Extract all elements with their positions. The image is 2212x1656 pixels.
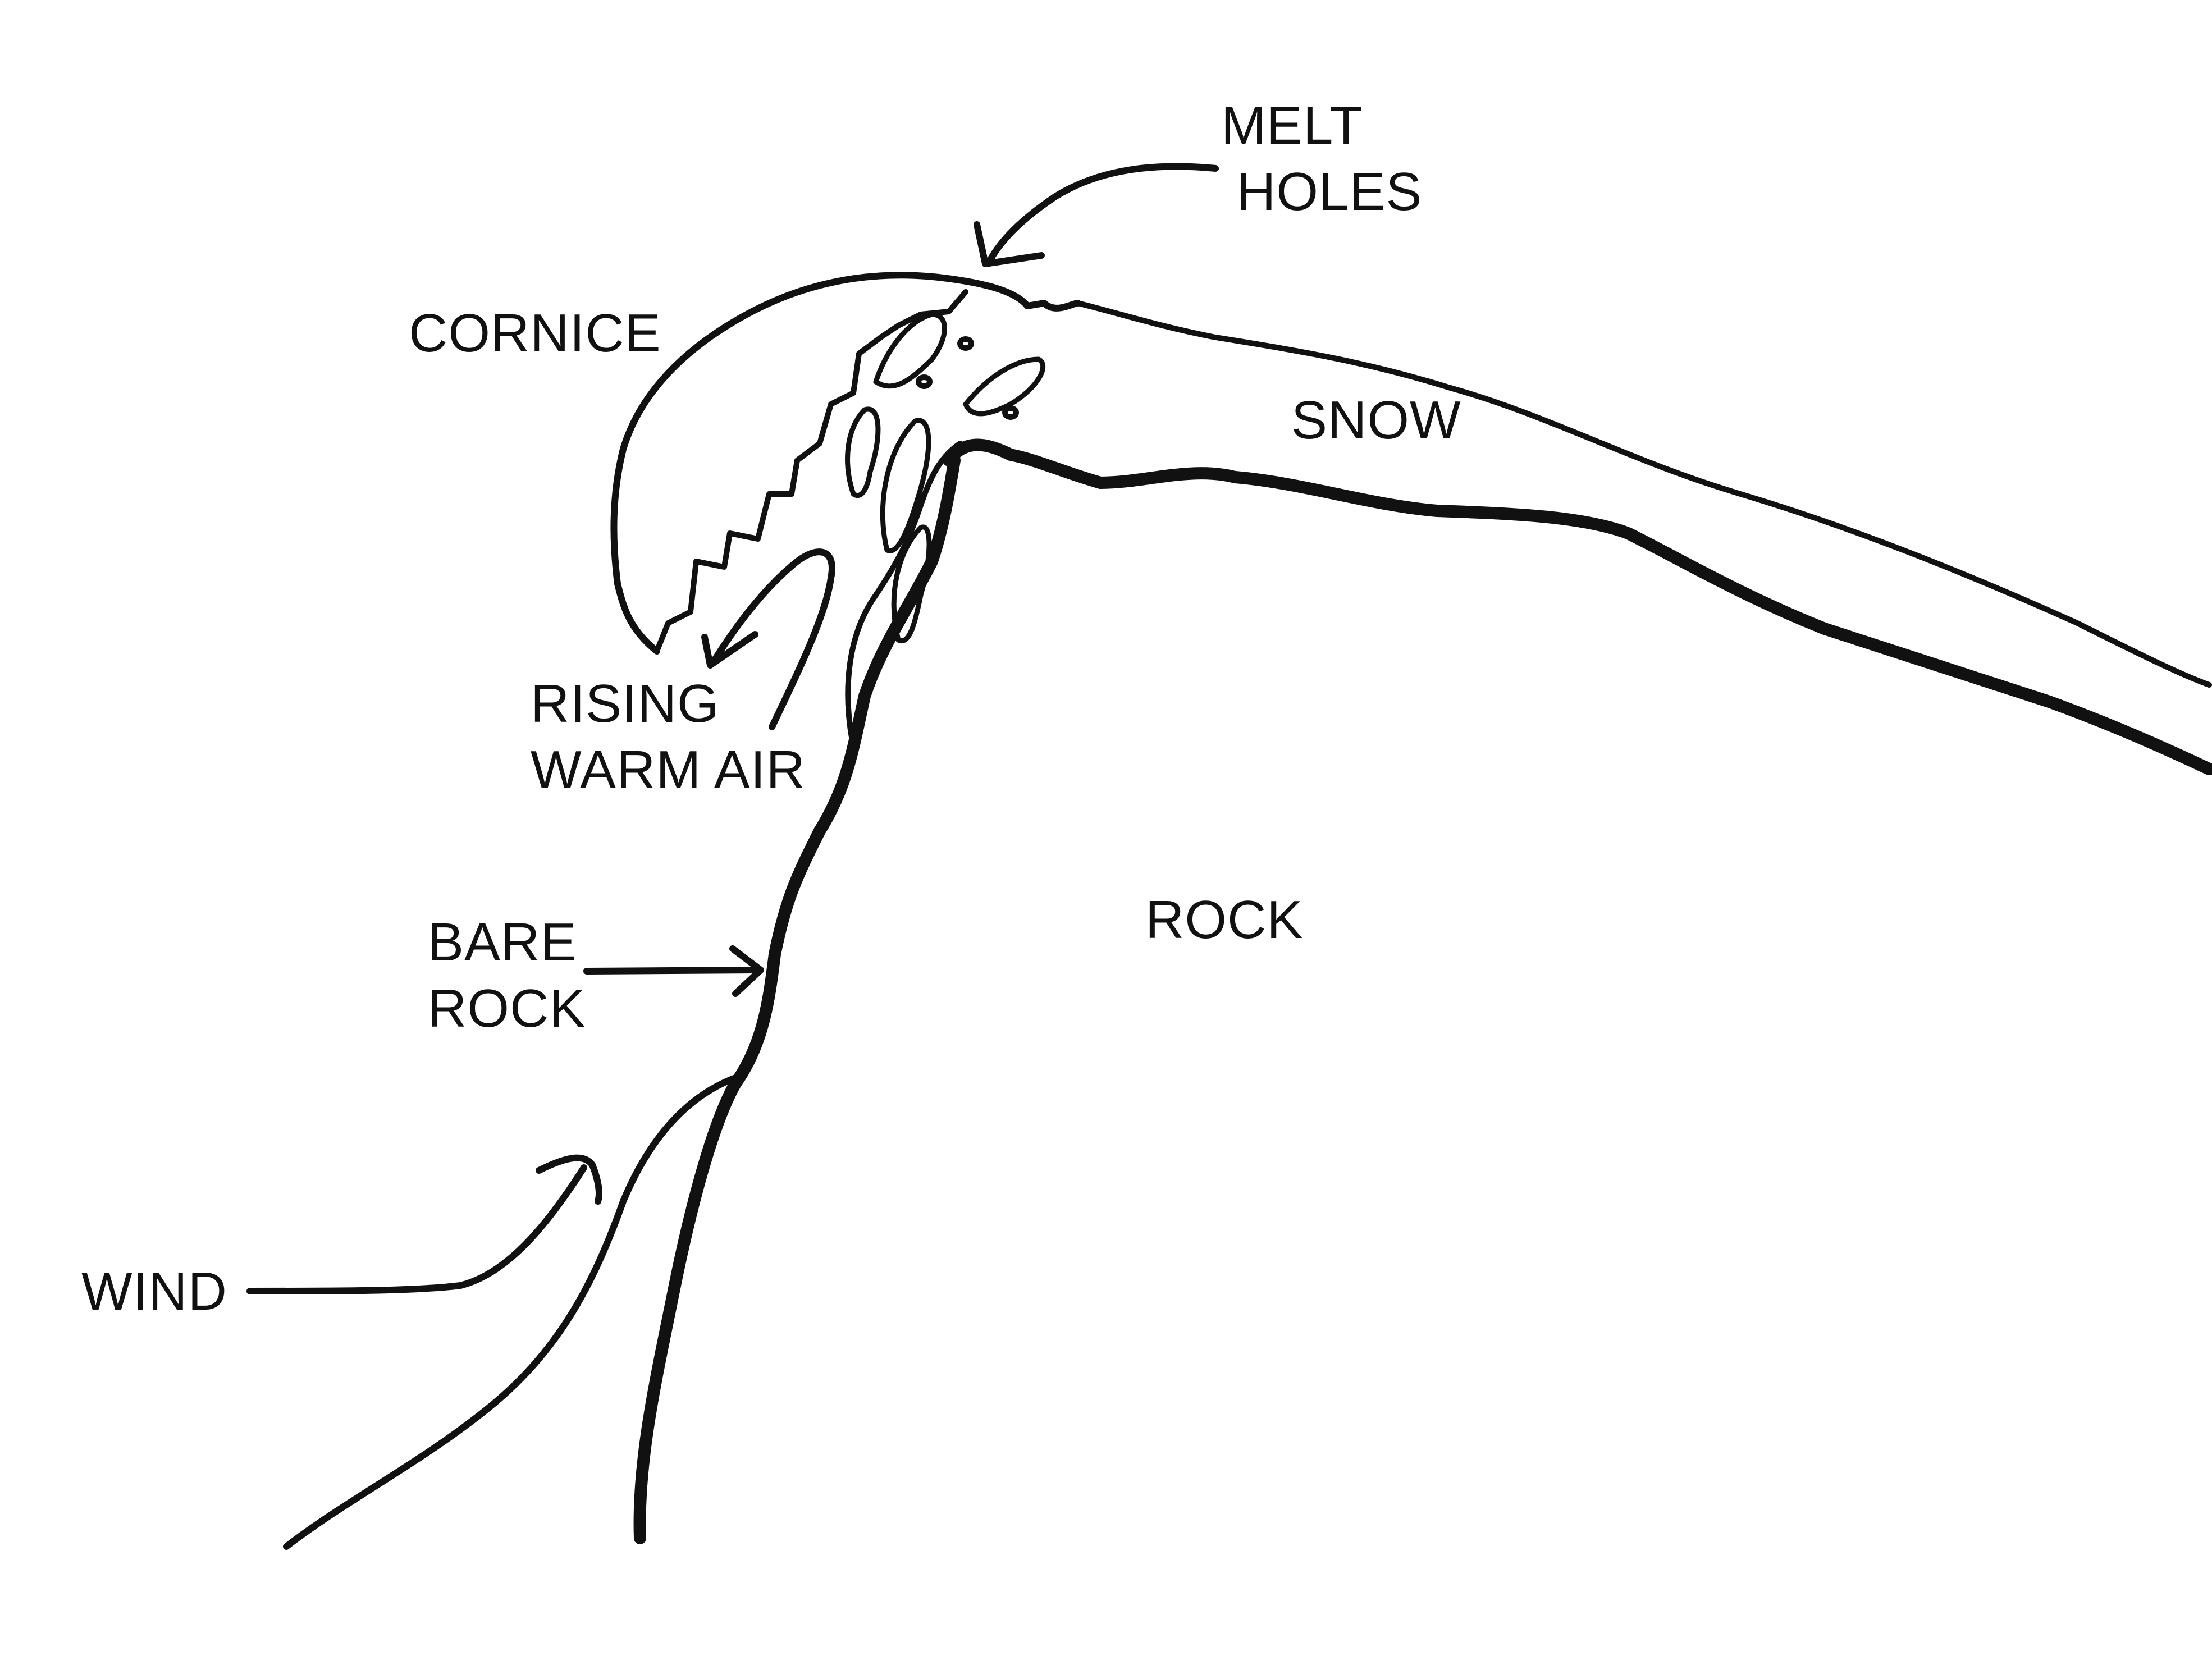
melt-hole-dot: [1002, 405, 1019, 420]
cliff-face-line: [633, 454, 961, 1544]
cornice-underside: [654, 289, 968, 654]
rising-warm-air-label-line-1: RISING: [531, 674, 720, 734]
wind-arrowhead: [536, 1154, 602, 1205]
melt-hole-dot: [957, 336, 974, 351]
wind-flow-line: [283, 1074, 739, 1550]
bare-rock-label-line-2: ROCK: [428, 978, 586, 1039]
snow-surface-line: [1075, 300, 2212, 688]
melt-holes-arrowhead: [974, 221, 1045, 267]
melt-holes-label-line-1: MELT: [1221, 95, 1363, 155]
melt-holes-label: MELT HOLES: [1221, 93, 1422, 225]
air-pocket-line: [845, 441, 963, 749]
cornice-label: CORNICE: [409, 303, 661, 363]
wind-label: WIND: [81, 1261, 227, 1321]
cornice-outline: [610, 272, 1081, 655]
bare-rock-arrow: [583, 967, 761, 975]
rock-surface-line: [943, 438, 2212, 775]
melt-holes-arrow: [985, 163, 1219, 267]
snow-label: SNOW: [1291, 390, 1461, 450]
melt-hole: [845, 406, 881, 498]
rock-label: ROCK: [1145, 890, 1304, 950]
melt-hole: [880, 418, 931, 553]
melt-holes-label-line-2: HOLES: [1237, 162, 1423, 222]
melt-hole-dot: [916, 374, 933, 389]
melt-hole: [891, 524, 932, 643]
bare-rock-label-line-1: BARE: [428, 912, 577, 972]
rising-warm-air-label-line-2: WARM AIR: [531, 740, 806, 800]
bare-rock-arrowhead: [729, 945, 764, 997]
rising-warm-air-arrowhead: [701, 631, 758, 669]
bare-rock-label: BARE ROCK: [428, 909, 586, 1042]
rising-warm-air-arrow: [710, 548, 835, 730]
wind-arrow: [246, 1164, 587, 1294]
rising-warm-air-label: RISING WARM AIR: [531, 671, 806, 803]
melt-hole: [963, 356, 1046, 417]
melt-hole: [873, 312, 947, 389]
